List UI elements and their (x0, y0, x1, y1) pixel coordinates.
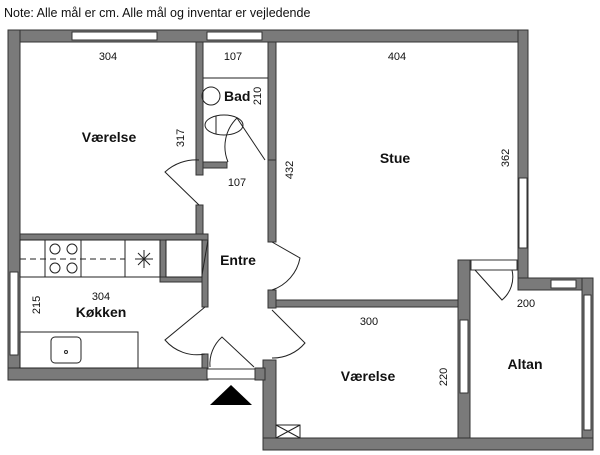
walls (7, 29, 594, 451)
entrance-arrow-icon (210, 385, 252, 405)
window (518, 177, 528, 249)
bad-width: 107 (224, 51, 242, 63)
koekken-width: 304 (92, 291, 110, 303)
stue-depth: 362 (500, 149, 512, 167)
window (459, 319, 469, 394)
kitchen-sink (50, 336, 82, 364)
window (9, 271, 19, 356)
stue-side: 432 (284, 161, 296, 179)
window (206, 31, 263, 41)
window (71, 31, 158, 41)
vaerelse1-depth: 317 (175, 129, 187, 147)
bad-depth: 210 (252, 87, 264, 105)
altan-label: Altan (508, 356, 543, 372)
stue-width: 404 (388, 51, 406, 63)
window (583, 294, 592, 431)
plan-note: Note: Alle mål er cm. Alle mål og invent… (4, 6, 311, 20)
windows (9, 31, 592, 431)
stove-burner (49, 243, 61, 255)
altan-width: 200 (517, 298, 535, 310)
extractor-icon (135, 250, 153, 268)
vaerelse2-width: 300 (360, 316, 378, 328)
vaerelse2-label: Værelse (341, 368, 396, 384)
entre-label: Entre (220, 252, 256, 268)
entrance-door-frame (206, 368, 256, 380)
gang-width: 107 (228, 177, 246, 189)
stue-label: Stue (380, 150, 411, 166)
shaft (275, 424, 301, 439)
window (550, 279, 577, 289)
fixtures (19, 77, 301, 439)
stove-burner (66, 243, 78, 255)
vaerelse2-depth: 220 (438, 368, 450, 386)
koekken-label: Køkken (76, 304, 127, 320)
vaerelse1-width: 304 (99, 51, 117, 63)
doors (164, 117, 514, 368)
stove-burner (66, 262, 78, 274)
koekken-depth: 215 (31, 296, 43, 314)
vaerelse1-label: Værelse (82, 129, 137, 145)
bad-label: Bad (224, 88, 250, 104)
kitchen-counter-lower (19, 331, 139, 369)
stove-burner (49, 262, 61, 274)
toilet (204, 114, 244, 136)
cabinet (165, 239, 203, 278)
bath-sink (201, 86, 221, 106)
balcony-door (470, 259, 518, 271)
